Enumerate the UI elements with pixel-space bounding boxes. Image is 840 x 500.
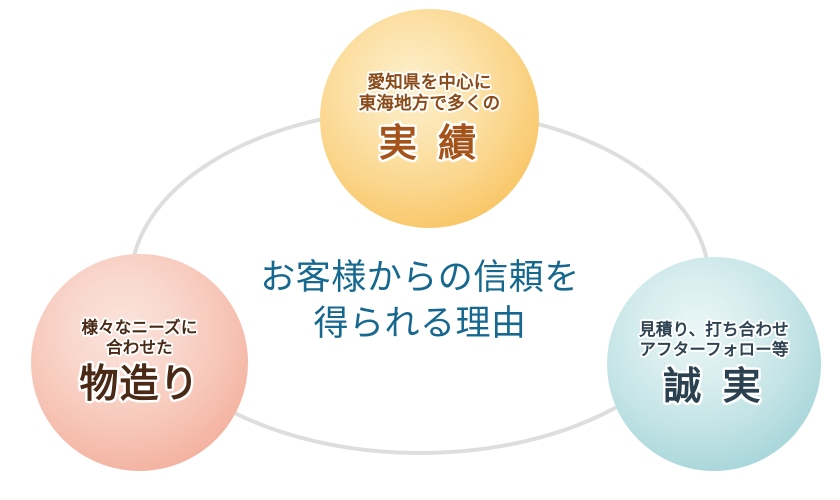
- bubble-achievement-subtext: 愛知県を中心に 東海地方で多くの: [359, 73, 501, 116]
- bubble-craft[interactable]: 様々なニーズに 合わせた 物造り: [31, 254, 248, 471]
- bubble-sincerity-keyword: 誠 実: [663, 364, 765, 409]
- bubble-achievement-keyword: 実 績: [378, 120, 481, 165]
- page-title: お客様からの信頼を 得られる理由: [240, 256, 600, 347]
- bubble-sincerity-subtext-line1: 見積り、打ち合わせ: [639, 320, 789, 340]
- bubble-achievement[interactable]: 愛知県を中心に 東海地方で多くの 実 績: [320, 9, 539, 228]
- bubble-craft-subtext-line1: 様々なニーズに: [81, 318, 198, 338]
- bubble-craft-keyword: 物造り: [79, 362, 200, 408]
- page-title-line2: 得られる理由: [313, 303, 527, 344]
- bubble-sincerity-subtext-line2: アフターフォロー等: [639, 340, 789, 360]
- bubble-achievement-subtext-line1: 愛知県を中心に: [367, 72, 492, 93]
- bubble-sincerity[interactable]: 見積り、打ち合わせ アフターフォロー等 誠 実: [607, 257, 821, 471]
- bubble-craft-subtext-line2: 合わせた: [106, 338, 173, 358]
- page-title-line1: お客様からの信頼を: [260, 258, 580, 298]
- bubble-achievement-subtext-line2: 東海地方で多くの: [358, 94, 501, 115]
- bubble-craft-subtext: 様々なニーズに 合わせた: [81, 318, 197, 358]
- bubble-sincerity-subtext: 見積り、打ち合わせ アフターフォロー等: [639, 320, 789, 360]
